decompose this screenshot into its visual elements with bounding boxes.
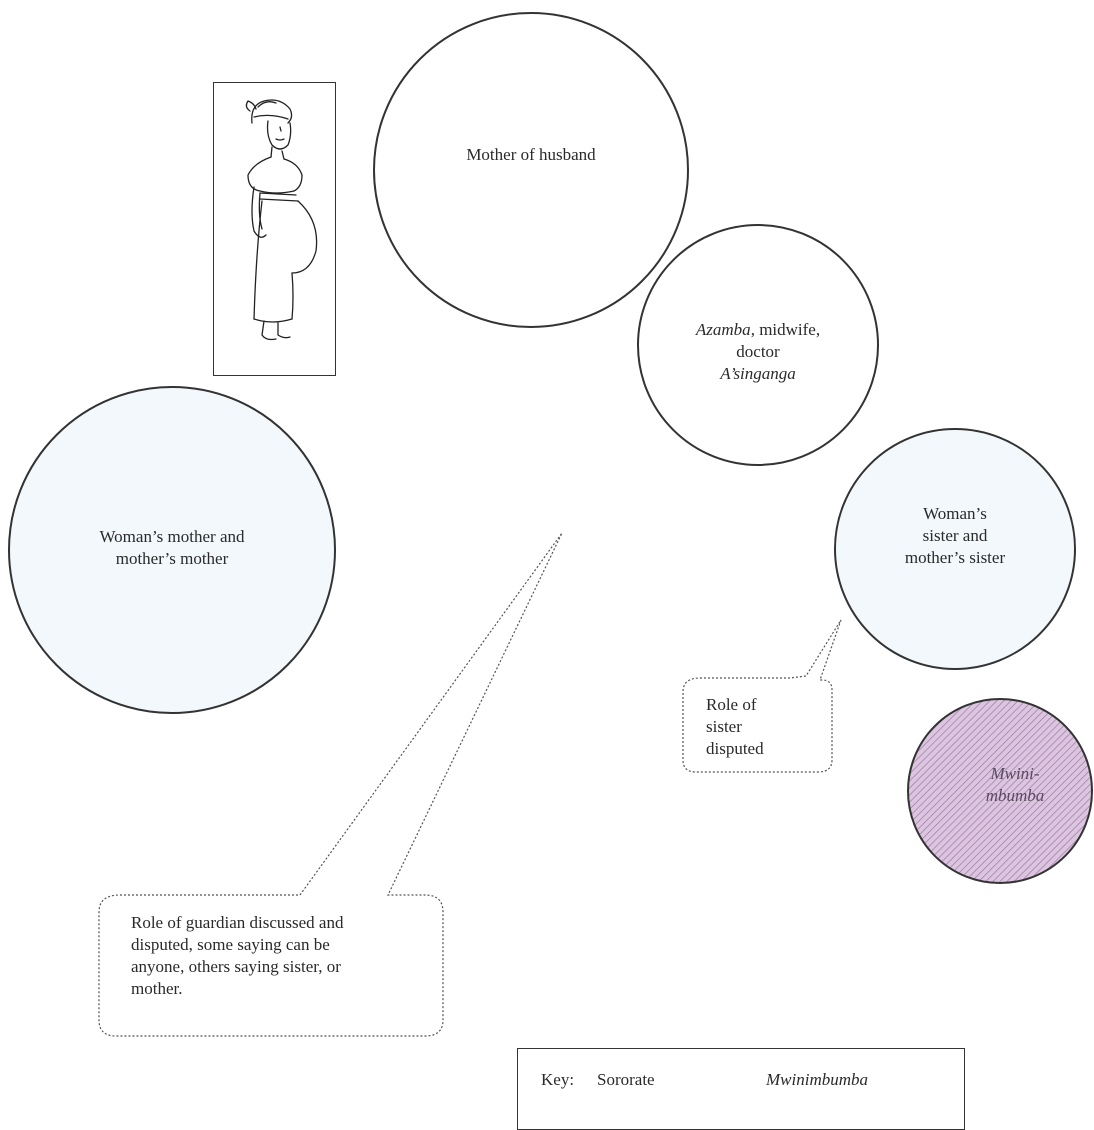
mother-of-husband-label: Mother of husband — [466, 145, 596, 164]
guardian-callout-bubble — [98, 532, 563, 1037]
womans-sister-label: Woman’s sister and mother’s sister — [904, 504, 1006, 567]
guardian-callout-text: Role of guardian discussed and disputed,… — [131, 913, 344, 998]
mother-of-husband-circle — [373, 12, 689, 328]
pregnant-woman-icon — [245, 99, 318, 341]
azamba-circle — [637, 224, 879, 466]
womans-mother-circle — [8, 386, 336, 714]
key-sororate-label: Sororate — [597, 1070, 655, 1089]
sister-callout-text: Role of sister disputed — [706, 695, 764, 758]
key-prefix: Key: — [541, 1070, 575, 1089]
womans-mother-label: Woman’s mother and mother’s mother — [99, 527, 245, 568]
azamba-term: Azamba — [695, 320, 751, 339]
mwinimbumba-label: Mwini- mbumba — [985, 764, 1045, 805]
legend-key: Key: Sororate Mwinimbumba — [517, 1048, 965, 1130]
mwinimbumba-circle — [907, 698, 1093, 884]
womans-sister-circle — [834, 428, 1076, 670]
key-mwinimbumba-label: Mwinimbumba — [766, 1070, 868, 1089]
asinganga-term: A’singanga — [720, 364, 796, 383]
azamba-label: Azamba, midwife, doctor A’singanga — [695, 320, 821, 383]
pregnant-woman-figure — [213, 82, 336, 376]
sister-callout-bubble — [682, 619, 842, 773]
